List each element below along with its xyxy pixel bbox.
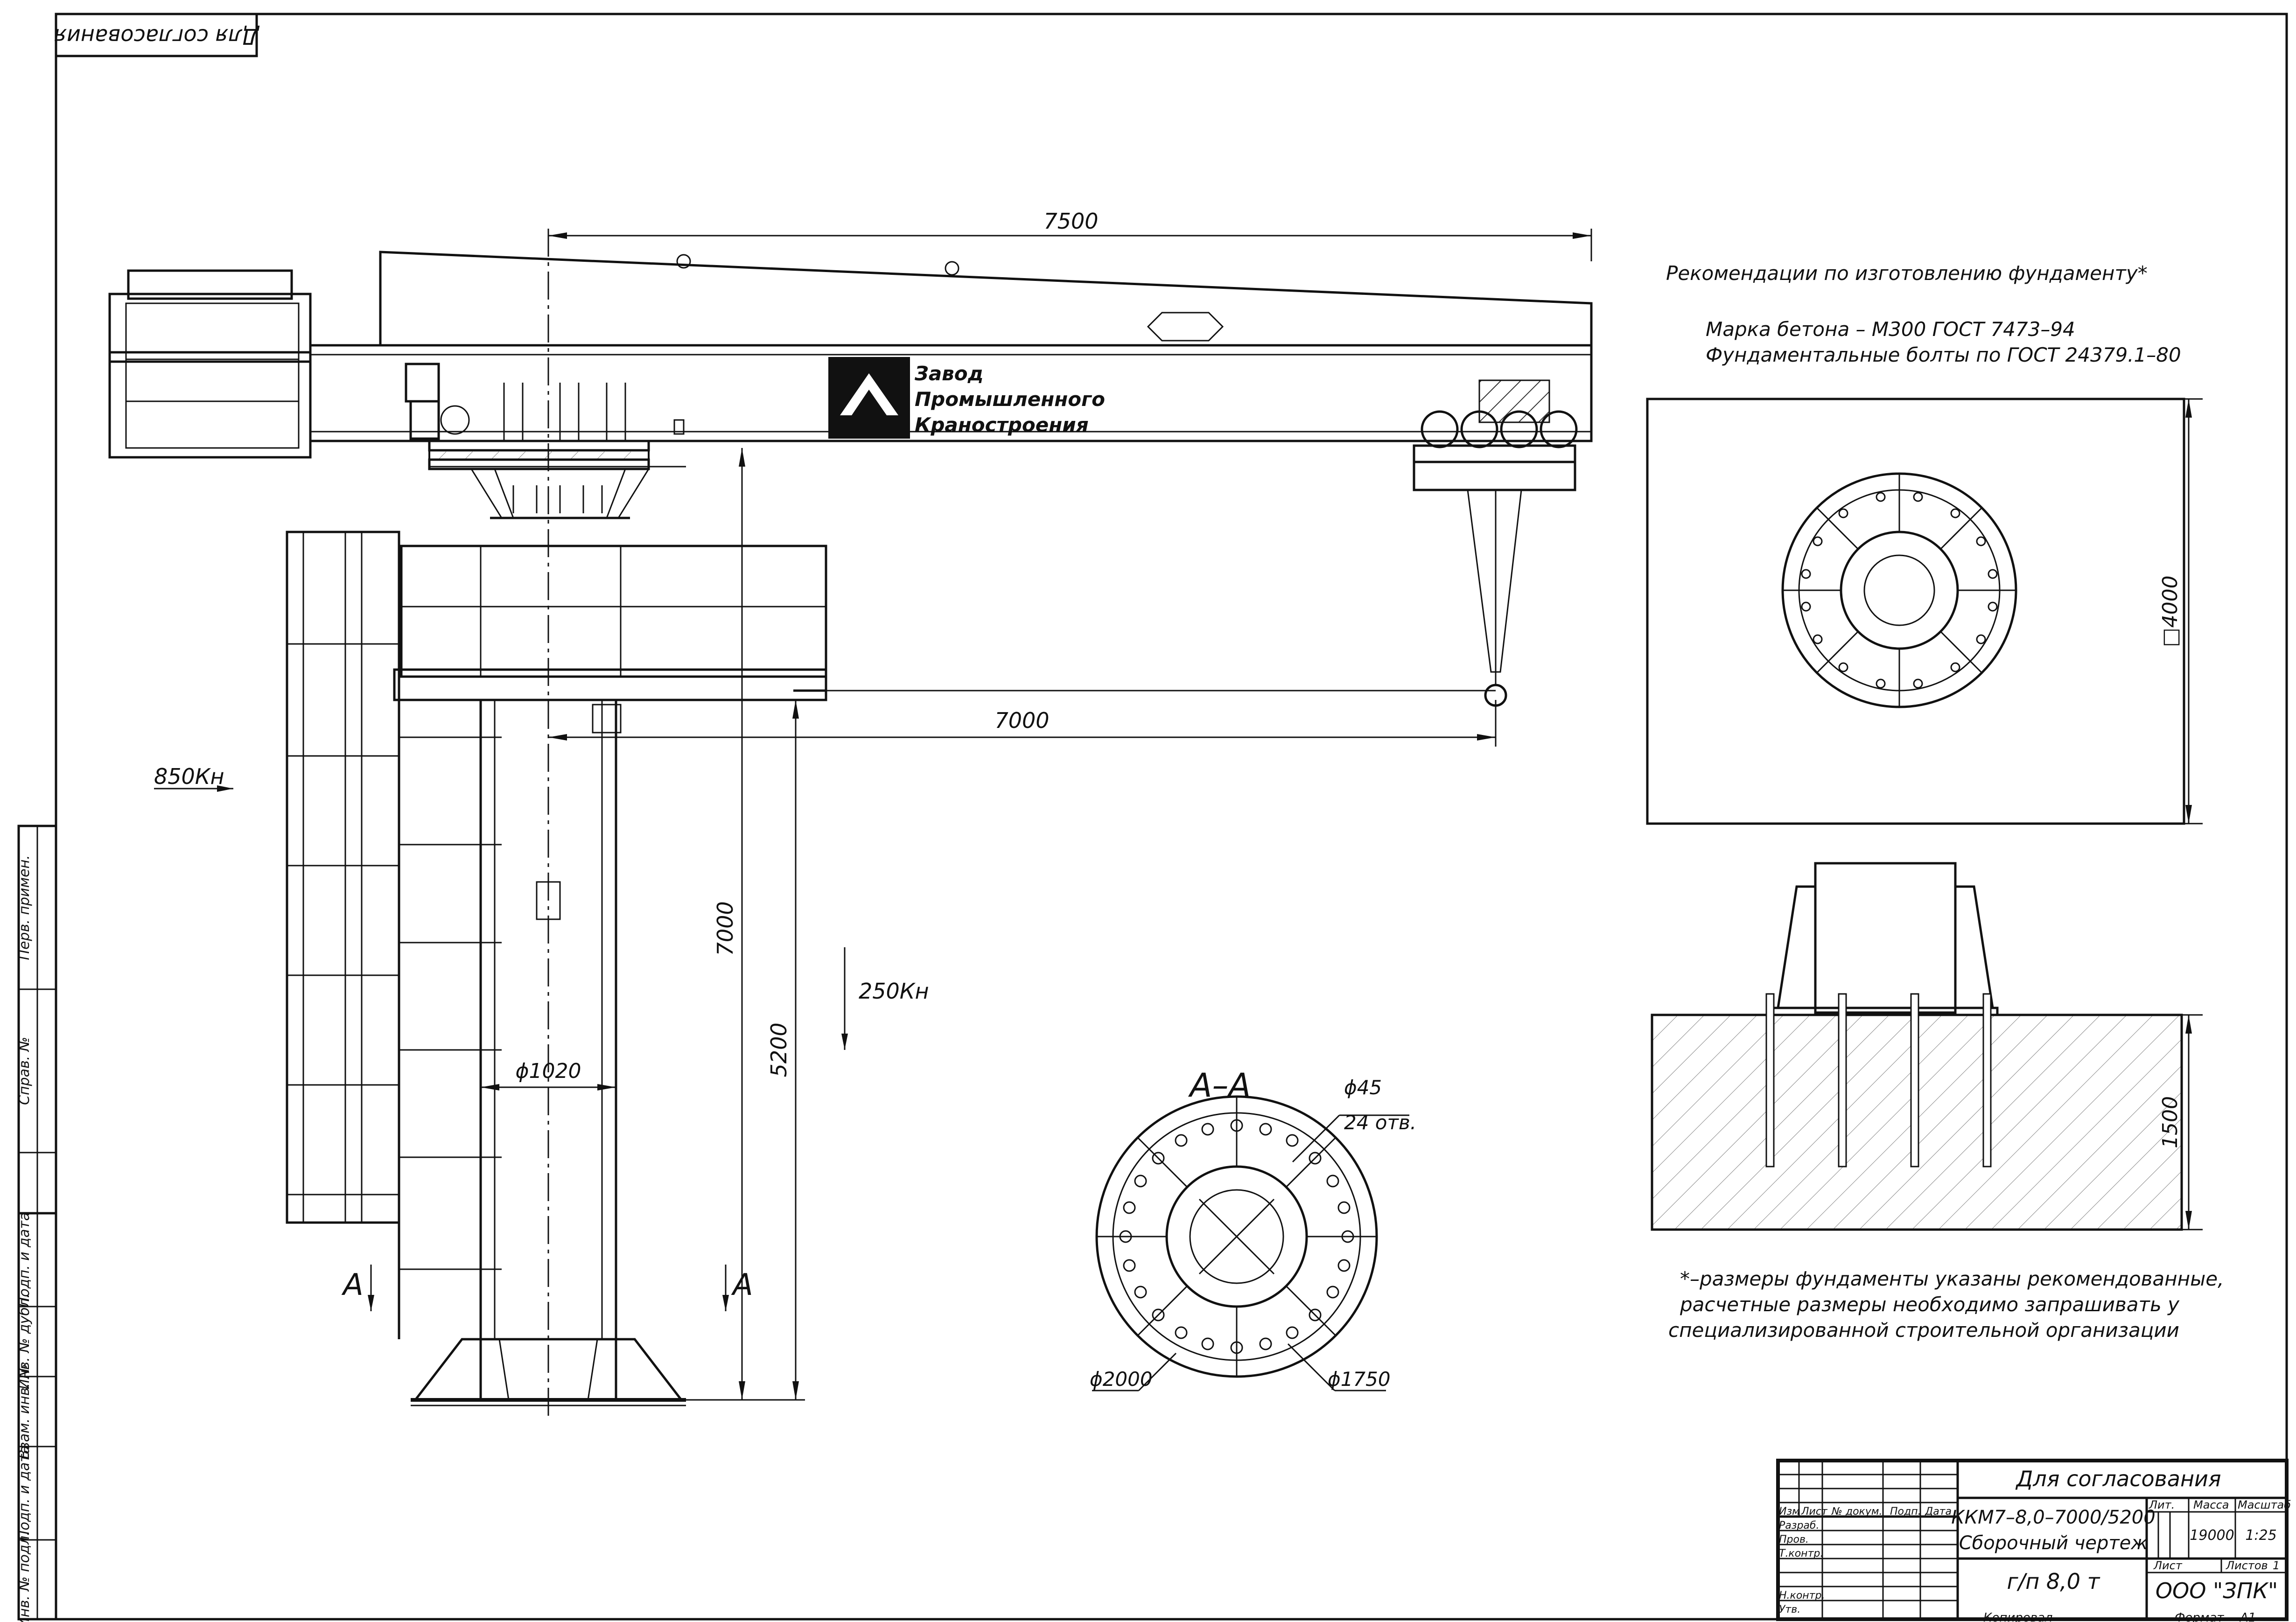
dim-column-diameter-text: ϕ1020 [515, 1059, 581, 1083]
ladder-rungs [399, 736, 502, 1270]
dim-total-height: 7000 [686, 448, 751, 1401]
section-marker-right-text: А [731, 1268, 753, 1302]
dim-boom-length-text: 7500 [1043, 209, 1098, 234]
head-doc: № докум. [1831, 1506, 1882, 1517]
top-stamp-text: Для согласования [54, 24, 259, 49]
logo-line-1: Завод [914, 362, 984, 385]
outer-diameter: ϕ2000 [1090, 1368, 1153, 1391]
role-razrab: Разраб. [1779, 1520, 1819, 1531]
counterweight [108, 269, 312, 459]
service-platform [393, 545, 827, 701]
sheet-frame [55, 13, 2288, 1621]
slewing-bolts [503, 383, 626, 441]
column [479, 699, 622, 1341]
dim-outreach-text: 7000 [994, 708, 1049, 733]
dim-boom-length: 7500 [548, 209, 1592, 261]
company-name: ООО "ЗПК" [2156, 1578, 2278, 1603]
bolt-hole-diameter: ϕ45 [1344, 1076, 1382, 1099]
crane-elevation [108, 229, 1593, 1419]
foundation-side-text: □4000 [2158, 575, 2182, 647]
dim-hook-height: 5200 [751, 700, 805, 1401]
logo-line-3: Краностроения [915, 413, 1089, 436]
load-horizontal-text: 850Кн [154, 764, 224, 789]
dim-total-height-text: 7000 [713, 901, 738, 956]
dim-column-diameter: ϕ1020 [481, 1059, 616, 1091]
title-doc-name: Сборочный чертеж [1959, 1532, 2148, 1554]
side-stamp-6: Подп. и дата [16, 1446, 33, 1541]
column-head [470, 468, 650, 519]
mass-label: Масса [2193, 1498, 2229, 1511]
dim-hook-height-text: 5200 [766, 1022, 791, 1077]
foundation-note: *–размеры фундаменты указаны рекомендова… [1668, 1267, 2224, 1342]
dim-outreach: 7000 [548, 690, 1497, 747]
side-stamp-5: Взам. инв. № [16, 1364, 33, 1459]
role-tkontr: Т.контр. [1779, 1548, 1823, 1559]
bolt-circle-diameter: ϕ1750 [1328, 1368, 1391, 1391]
format-value: А1 [2239, 1611, 2256, 1622]
note-line-3: специализированной строительной организа… [1668, 1319, 2179, 1342]
role-nkontr: Н.контр. [1779, 1590, 1825, 1601]
load-horizontal: 850Кн [154, 764, 233, 792]
section-marker-left-text: А [341, 1268, 364, 1302]
head-sign: Подп. [1890, 1506, 1921, 1517]
role-utv: Утв. [1779, 1604, 1800, 1615]
side-stamp-column: Перв. примен. Справ. № Подп. и дата Инв.… [16, 825, 57, 1622]
logo-line-2: Промышленного [915, 388, 1105, 411]
foundation-recommendations: Рекомендации по изготовлению фундаменту*… [1666, 262, 2181, 366]
section-marker-right: А [722, 1265, 753, 1311]
foundation-concrete: Марка бетона – М300 ГОСТ 7473–94 [1706, 318, 2075, 341]
bolt-holes [1119, 1119, 1354, 1354]
section-aa-view: А–А [1090, 1066, 1416, 1391]
sheet-label: Лист [2153, 1559, 2183, 1572]
boom-lower-beam [309, 344, 1593, 442]
sheets-count: 1 [2273, 1559, 2280, 1572]
top-stamp: Для согласования [54, 13, 260, 57]
load-vertical-text: 250Кн [859, 979, 929, 1004]
title-status: Для согласования [2015, 1466, 2221, 1491]
slewing-drive [405, 363, 686, 470]
sheets-label: Листов [2226, 1559, 2268, 1572]
head-list: Лист [1801, 1506, 1828, 1517]
section-marker-left: А [341, 1265, 374, 1311]
hoist-trolley [1413, 379, 1578, 707]
foundation-section: 1500 [1651, 862, 2203, 1231]
head-izm: Изм [1779, 1506, 1800, 1517]
mass-value: 19000 [2190, 1527, 2234, 1544]
head-date: Дата [1925, 1506, 1952, 1517]
side-stamp-2: Справ. № [16, 1037, 33, 1105]
side-stamp-4: Инв. № дубл. [16, 1293, 33, 1389]
boom-girder [379, 251, 1593, 347]
lit-label: Лит. [2149, 1498, 2175, 1511]
side-stamp-1: Перв. примен. [16, 855, 33, 960]
side-stamp-7: Инв. № подл. [16, 1531, 33, 1622]
foundation-heading: Рекомендации по изготовлению фундаменту* [1666, 262, 2148, 285]
role-prov: Пров. [1779, 1534, 1809, 1545]
bolt-hole-count: 24 отв. [1344, 1111, 1416, 1134]
foundation-plan: □4000 [1646, 398, 2203, 825]
note-line-1: *–размеры фундаменты указаны рекомендова… [1680, 1267, 2224, 1290]
foundation-bolts: Фундаментальные болты по ГОСТ 24379.1–80 [1706, 343, 2181, 366]
scale-value: 1:25 [2245, 1527, 2276, 1544]
ladder-cage [286, 531, 400, 1339]
scale-label: Масштаб [2238, 1498, 2291, 1511]
title-designation: ККМ7–8,0–7000/5200 [1951, 1507, 2155, 1528]
load-vertical: 250Кн [841, 947, 929, 1050]
note-line-2: расчетные размеры необходимо запрашивать… [1680, 1293, 2180, 1316]
format-label: Формат [2175, 1611, 2224, 1622]
side-stamp-3: Подп. и дата [16, 1212, 33, 1307]
foundation-depth-text: 1500 [2158, 1096, 2182, 1148]
company-logo: Завод Промышленного Краностроения [828, 357, 1105, 439]
title-capacity: г/п 8,0 т [2007, 1569, 2100, 1594]
title-block: Изм Лист № докум. Подп. Дата Разраб. Про… [1776, 1459, 2291, 1622]
copied-label: Копировал [1983, 1611, 2053, 1622]
